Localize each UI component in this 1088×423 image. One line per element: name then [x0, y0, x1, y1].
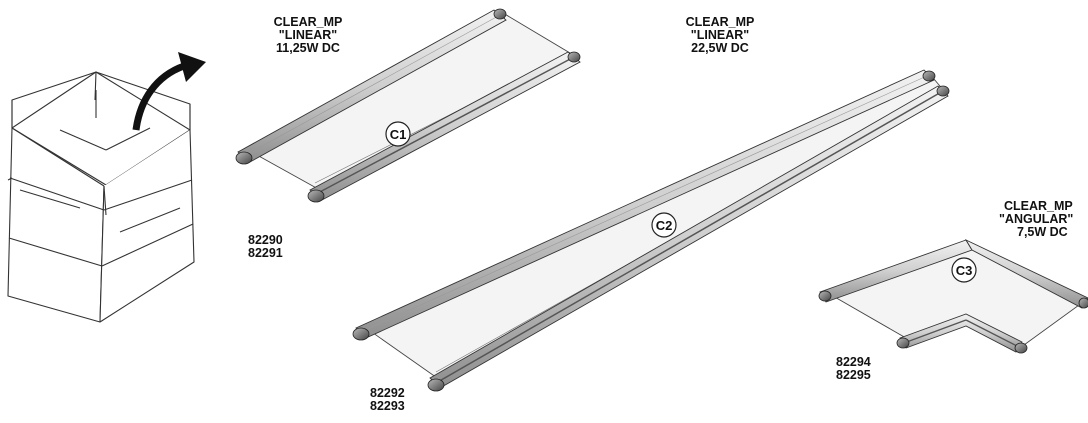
product-codes-c2: 82292 82293: [370, 387, 405, 413]
badge-c3: C3: [956, 263, 973, 278]
product-shape: "LINEAR": [278, 28, 338, 42]
product-power: 11,25W DC: [276, 41, 340, 55]
product-code: 82290: [248, 233, 283, 247]
product-power: 7,5W DC: [1017, 225, 1068, 239]
badge-c2: C2: [656, 218, 673, 233]
open-box-icon: [7, 71, 195, 323]
product-shape: "LINEAR": [690, 28, 750, 42]
product-name: CLEAR_MP: [685, 15, 755, 29]
product-label-c3: CLEAR_MP "ANGULAR" 7,5W DC: [998, 200, 1086, 239]
product-label-c2: CLEAR_MP "LINEAR" 22,5W DC: [660, 16, 780, 55]
product-code: 82294: [836, 355, 871, 369]
product-code: 82292: [370, 386, 405, 400]
product-shape: "ANGULAR": [999, 212, 1074, 226]
product-name: CLEAR_MP: [1004, 200, 1073, 213]
product-name: CLEAR_MP: [273, 15, 343, 29]
luminaire-c1: C1: [235, 8, 581, 203]
product-code: 82291: [248, 246, 283, 260]
product-code: 82293: [370, 399, 405, 413]
product-code: 82295: [836, 368, 871, 382]
product-power: 22,5W DC: [691, 41, 749, 55]
badge-c1: C1: [390, 127, 407, 142]
product-codes-c3: 82294 82295: [836, 356, 871, 382]
curved-arrow-icon: [132, 52, 206, 131]
product-label-c1: CLEAR_MP "LINEAR" 11,25W DC: [248, 16, 368, 55]
luminaire-c3: C3: [818, 238, 1088, 354]
product-codes-c1: 82290 82291: [248, 234, 283, 260]
luminaire-c2: C2: [352, 69, 950, 392]
